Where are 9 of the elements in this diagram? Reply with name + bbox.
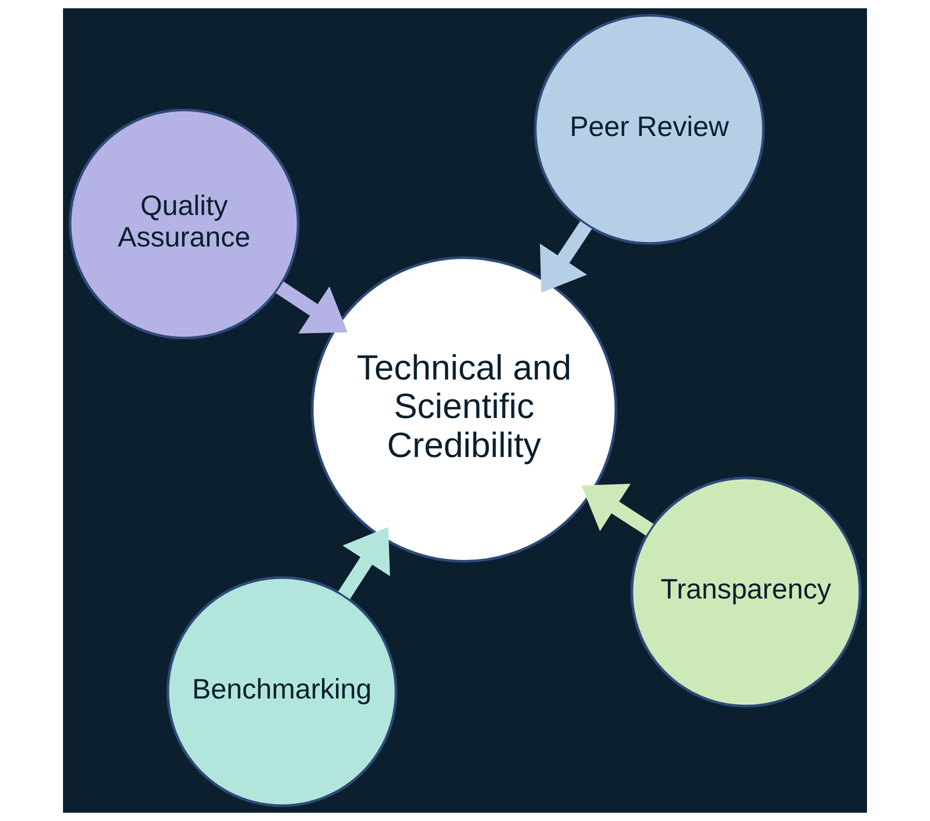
arrow — [581, 484, 654, 536]
node-circle: Quality Assurance — [68, 108, 300, 340]
node-circle: Transparency — [630, 476, 862, 708]
arrow — [338, 526, 390, 600]
node-circle: Peer Review — [534, 14, 765, 245]
node-circle: Benchmarking — [166, 576, 398, 807]
arrow — [276, 281, 348, 334]
node-circle: Technical and Scientific Credibility — [310, 256, 618, 563]
arrow — [540, 221, 592, 293]
